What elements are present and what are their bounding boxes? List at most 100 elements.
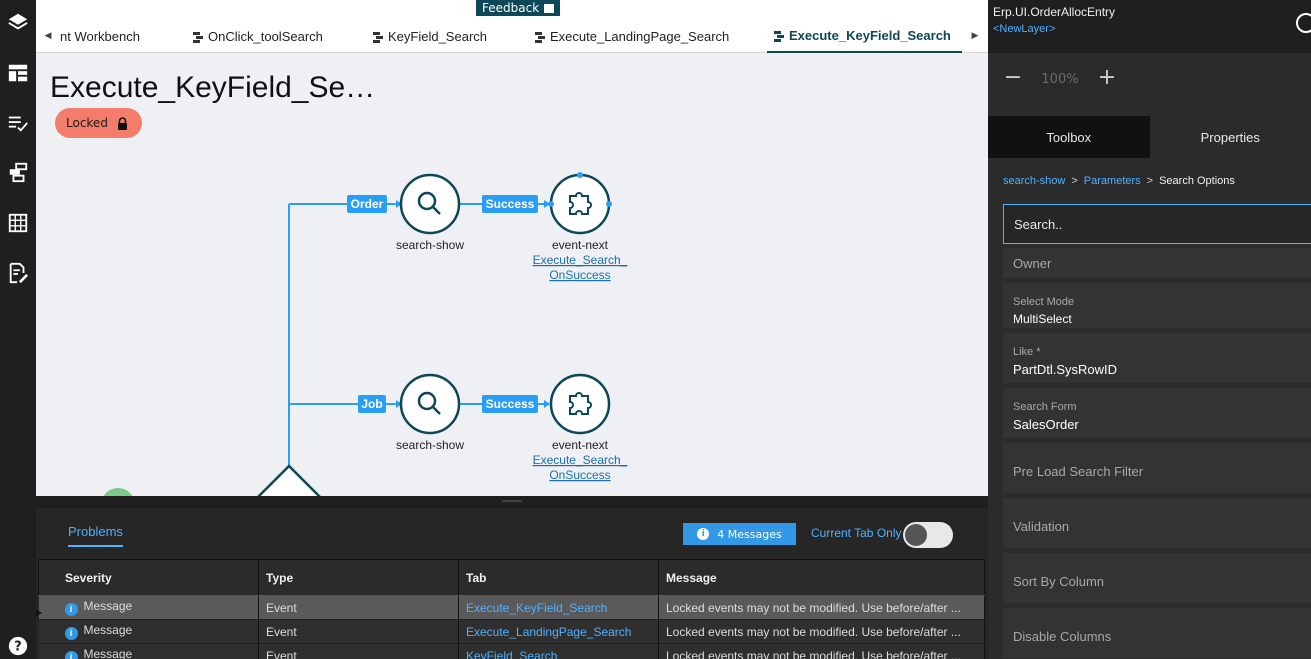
property-validation[interactable]: Validation: [1003, 498, 1311, 548]
feedback-button[interactable]: Feedback: [476, 0, 561, 16]
panel-resize-handle[interactable]: [502, 500, 522, 502]
event-link[interactable]: Execute_Search_: [533, 453, 628, 467]
current-tab-only-toggle[interactable]: [903, 522, 953, 548]
info-icon: i: [64, 627, 78, 640]
tab-execute-landingpage-search[interactable]: Execute_LandingPage_Search: [534, 20, 729, 53]
info-icon: i: [697, 528, 710, 540]
breadcrumb-item[interactable]: Parameters: [1083, 175, 1141, 187]
table-row[interactable]: i Message Event Execute_KeyField_Search L…: [38, 595, 985, 620]
property-select-mode[interactable]: Select Mode MultiSelect: [1003, 283, 1311, 328]
layers-icon[interactable]: [0, 4, 36, 40]
tab-scroll-left-icon[interactable]: ◀: [44, 31, 52, 41]
property-like[interactable]: Like * PartDtl.SysRowID: [1003, 333, 1311, 383]
property-owner[interactable]: Owner: [1003, 248, 1311, 278]
current-tab-only-label: Current Tab Only: [811, 526, 902, 540]
column-header[interactable]: Severity: [38, 559, 259, 596]
node-label: event-next: [552, 438, 609, 452]
tab-workbench[interactable]: nt Workbench: [60, 20, 140, 53]
help-icon[interactable]: ?: [0, 628, 36, 659]
feedback-icon: [544, 3, 555, 13]
event-link[interactable]: OnSuccess: [549, 268, 610, 282]
result-pill[interactable]: [482, 195, 538, 213]
right-panel: Erp.UI.OrderAllocEntry <NewLayer> − 100%…: [988, 0, 1311, 659]
column-header[interactable]: Message: [658, 559, 985, 596]
property-label: Sort By Column: [1013, 574, 1105, 589]
panel-header: Erp.UI.OrderAllocEntry <NewLayer>: [988, 0, 1311, 53]
tab-execute-keyfield-search[interactable]: Execute_KeyField_Search: [767, 20, 962, 53]
info-icon: i: [64, 651, 78, 659]
property-sort-by-column[interactable]: Sort By Column: [1003, 553, 1311, 603]
property-search-form[interactable]: Search Form SalesOrder: [1003, 388, 1311, 438]
layout-icon[interactable]: [0, 55, 36, 91]
condition-pill[interactable]: [358, 395, 386, 413]
tab-link[interactable]: Execute_LandingPage_Search: [458, 619, 659, 644]
property-label: Search Form: [1013, 401, 1077, 413]
severity-text: Message: [83, 647, 133, 659]
tab-properties[interactable]: Properties: [1149, 116, 1311, 158]
tab-bar: Feedback ◀ nt Workbench OnClick_toolSear…: [36, 0, 988, 53]
message-cell: Locked events may not be modified. Use b…: [658, 595, 985, 620]
column-header[interactable]: Tab: [458, 559, 659, 596]
tab-scroll-right-icon[interactable]: ▶: [971, 31, 979, 41]
search-show-node[interactable]: [399, 373, 461, 435]
type-cell: Event: [258, 619, 459, 644]
app-title: Erp.UI.OrderAllocEntry: [993, 5, 1116, 19]
info-icon: i: [64, 603, 78, 616]
tab-link[interactable]: KeyField_Search: [458, 643, 659, 659]
play-icon[interactable]: [1296, 13, 1311, 33]
severity-text: Message: [83, 623, 133, 637]
grid-icon[interactable]: [0, 205, 36, 241]
tab-label: nt Workbench: [60, 29, 140, 44]
layer-link[interactable]: <NewLayer>: [993, 23, 1056, 35]
search-show-node[interactable]: [399, 173, 461, 235]
edit-doc-icon[interactable]: [0, 255, 36, 291]
lock-icon: [117, 116, 127, 130]
event-icon: [535, 31, 545, 43]
search-input[interactable]: [1003, 204, 1311, 244]
messages-badge[interactable]: i 4 Messages: [683, 523, 796, 545]
locked-label: Locked: [66, 116, 108, 130]
flow-icon[interactable]: [0, 154, 36, 190]
property-label: Validation: [1013, 519, 1070, 534]
node-label: event-next: [552, 238, 609, 252]
node-label: search-show: [396, 238, 464, 252]
result-label: Success: [486, 397, 535, 411]
condition-label: Order: [351, 197, 384, 211]
locked-badge: Locked: [55, 108, 142, 138]
message-cell: Locked events may not be modified. Use b…: [658, 619, 985, 644]
checklist-icon[interactable]: [0, 105, 36, 141]
type-cell: Event: [258, 595, 459, 620]
breadcrumb-item[interactable]: search-show: [1003, 175, 1066, 187]
property-disable-columns[interactable]: Disable Columns: [1003, 608, 1311, 658]
tab-label: KeyField_Search: [388, 29, 487, 44]
event-link[interactable]: OnSuccess: [549, 468, 610, 482]
event-next-node[interactable]: [548, 172, 612, 235]
tab-keyfield-search[interactable]: KeyField_Search: [372, 20, 487, 53]
zoom-in-button[interactable]: +: [1097, 65, 1117, 90]
severity-text: Message: [83, 599, 133, 613]
tab-toolbox[interactable]: Toolbox: [988, 116, 1150, 158]
property-pre-load-search-filter[interactable]: Pre Load Search Filter: [1003, 443, 1311, 493]
result-pill[interactable]: [482, 395, 538, 413]
table-header: Severity Type Tab Message: [38, 559, 985, 596]
column-header[interactable]: Type: [258, 559, 459, 596]
tab-link[interactable]: Execute_KeyField_Search: [458, 595, 659, 620]
tab-problems[interactable]: Problems: [68, 524, 123, 547]
start-node[interactable]: [101, 488, 135, 496]
scrollbar[interactable]: [988, 248, 1003, 659]
row-pointer-icon: ▶: [36, 608, 43, 617]
zoom-out-button[interactable]: −: [1003, 65, 1023, 90]
flow-canvas[interactable]: Execute_KeyField_Se… Locked: [36, 53, 988, 496]
event-next-node[interactable]: [549, 373, 611, 435]
decision-node[interactable]: [252, 464, 326, 496]
breadcrumb: search-show>Parameters>Search Options: [1003, 175, 1235, 187]
tab-onclick-toolsearch[interactable]: OnClick_toolSearch: [192, 20, 323, 53]
left-rail: ?: [0, 0, 36, 659]
property-label: Pre Load Search Filter: [1013, 464, 1144, 479]
condition-pill[interactable]: [347, 195, 387, 213]
event-link[interactable]: Execute_Search_: [533, 253, 628, 267]
property-label: Select Mode: [1013, 296, 1075, 308]
table-row[interactable]: i Message Event Execute_LandingPage_Searc…: [38, 619, 985, 644]
